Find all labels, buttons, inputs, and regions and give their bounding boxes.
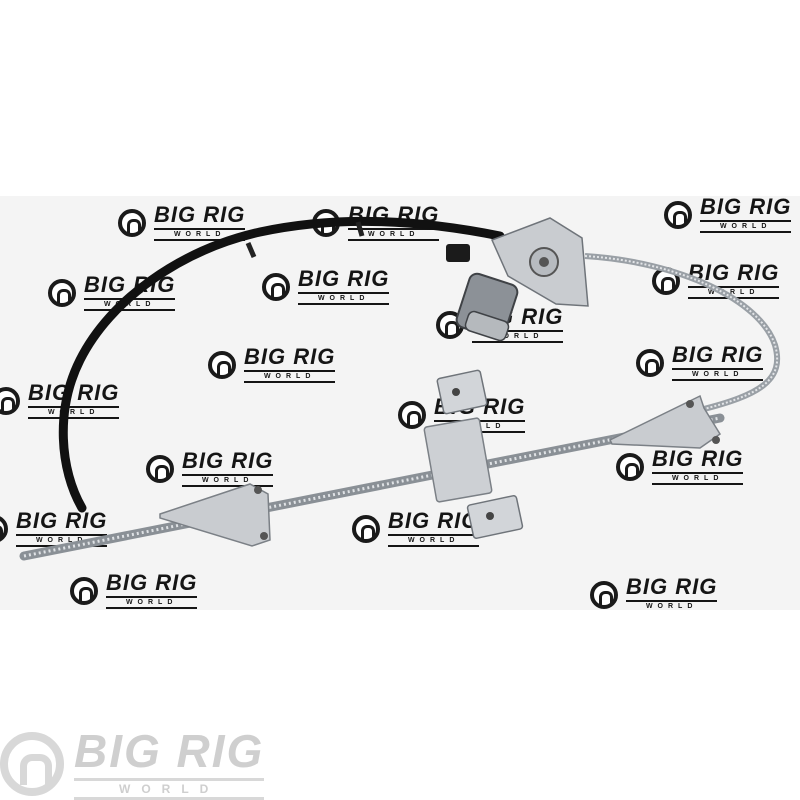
left-mounting-bracket (159, 483, 271, 547)
big-rig-logo-icon (146, 454, 174, 483)
watermark-brand: BIG RIG (154, 202, 246, 227)
clamp-bolt (486, 512, 494, 520)
bracket-hole (254, 486, 262, 494)
right-mounting-bracket (608, 394, 722, 449)
watermark-brand: BIG RIG (688, 260, 780, 285)
watermark-subtitle: WORLD (472, 330, 564, 343)
watermark-brand: BIG RIG (388, 508, 480, 533)
lower-glass-clamp (466, 494, 524, 540)
watermark-brand: BIG RIG (244, 344, 336, 369)
footer-logo-subtitle: WORLD (74, 778, 265, 800)
big-rig-logo-icon (70, 576, 98, 605)
big-rig-logo-icon (352, 514, 380, 543)
big-rig-logo-icon (590, 580, 618, 609)
watermark-subtitle: WORLD (626, 600, 718, 610)
watermark-subtitle: WORLD (154, 228, 246, 241)
watermark-brand: BIG RIG (16, 508, 108, 533)
clamp-bolt (452, 388, 460, 396)
motor-end-cap (464, 310, 510, 342)
watermark-subtitle: WORLD (182, 474, 274, 487)
watermark-brand: BIG RIG (672, 342, 764, 367)
motor-connector (446, 244, 470, 262)
watermark-brand: BIG RIG (182, 448, 274, 473)
upper-glass-clamp (436, 369, 488, 415)
watermark-subtitle: WORLD (700, 220, 792, 233)
watermark-subtitle: WORLD (348, 228, 440, 241)
drive-gear-center (539, 257, 549, 267)
cable-clip (245, 221, 365, 258)
bracket-hole (712, 436, 720, 444)
watermark-brand: BIG RIG (298, 266, 390, 291)
big-rig-logo-icon (48, 278, 76, 307)
watermark-subtitle: WORLD (652, 472, 744, 485)
watermark-subtitle: WORLD (244, 370, 336, 383)
big-rig-logo-icon (262, 272, 290, 301)
big-rig-logo-icon (0, 732, 64, 796)
center-slider-plate (423, 417, 493, 503)
big-rig-logo-icon (664, 200, 692, 229)
footer-logo: BIG RIG WORLD (0, 725, 265, 800)
black-cable-hose (58, 216, 505, 513)
watermark-brand: BIG RIG (700, 196, 792, 219)
watermark-subtitle: WORLD (28, 406, 120, 419)
watermark-brand: BIG RIG (28, 380, 120, 405)
gear-rack-rail-teeth (23, 416, 721, 558)
watermark-brand: BIG RIG (106, 570, 198, 595)
watermark-brand: BIG RIG (652, 446, 744, 471)
watermark-brand: BIG RIG (626, 574, 718, 599)
spiral-cable-housing-highlight (584, 255, 779, 411)
big-rig-logo-icon (208, 350, 236, 379)
big-rig-logo-icon (616, 452, 644, 481)
big-rig-logo-icon (398, 400, 426, 429)
big-rig-logo-icon (0, 386, 20, 415)
big-rig-logo-icon (636, 348, 664, 377)
footer-logo-brand: BIG RIG (74, 725, 265, 777)
watermark-subtitle: WORLD (106, 596, 198, 609)
bracket-hole (260, 532, 268, 540)
bracket-hole (686, 400, 694, 408)
watermark-subtitle: WORLD (388, 534, 480, 547)
big-rig-logo-icon (118, 208, 146, 237)
watermark-subtitle: WORLD (672, 368, 764, 381)
spiral-cable-housing (584, 253, 781, 413)
watermark-subtitle: WORLD (298, 292, 390, 305)
